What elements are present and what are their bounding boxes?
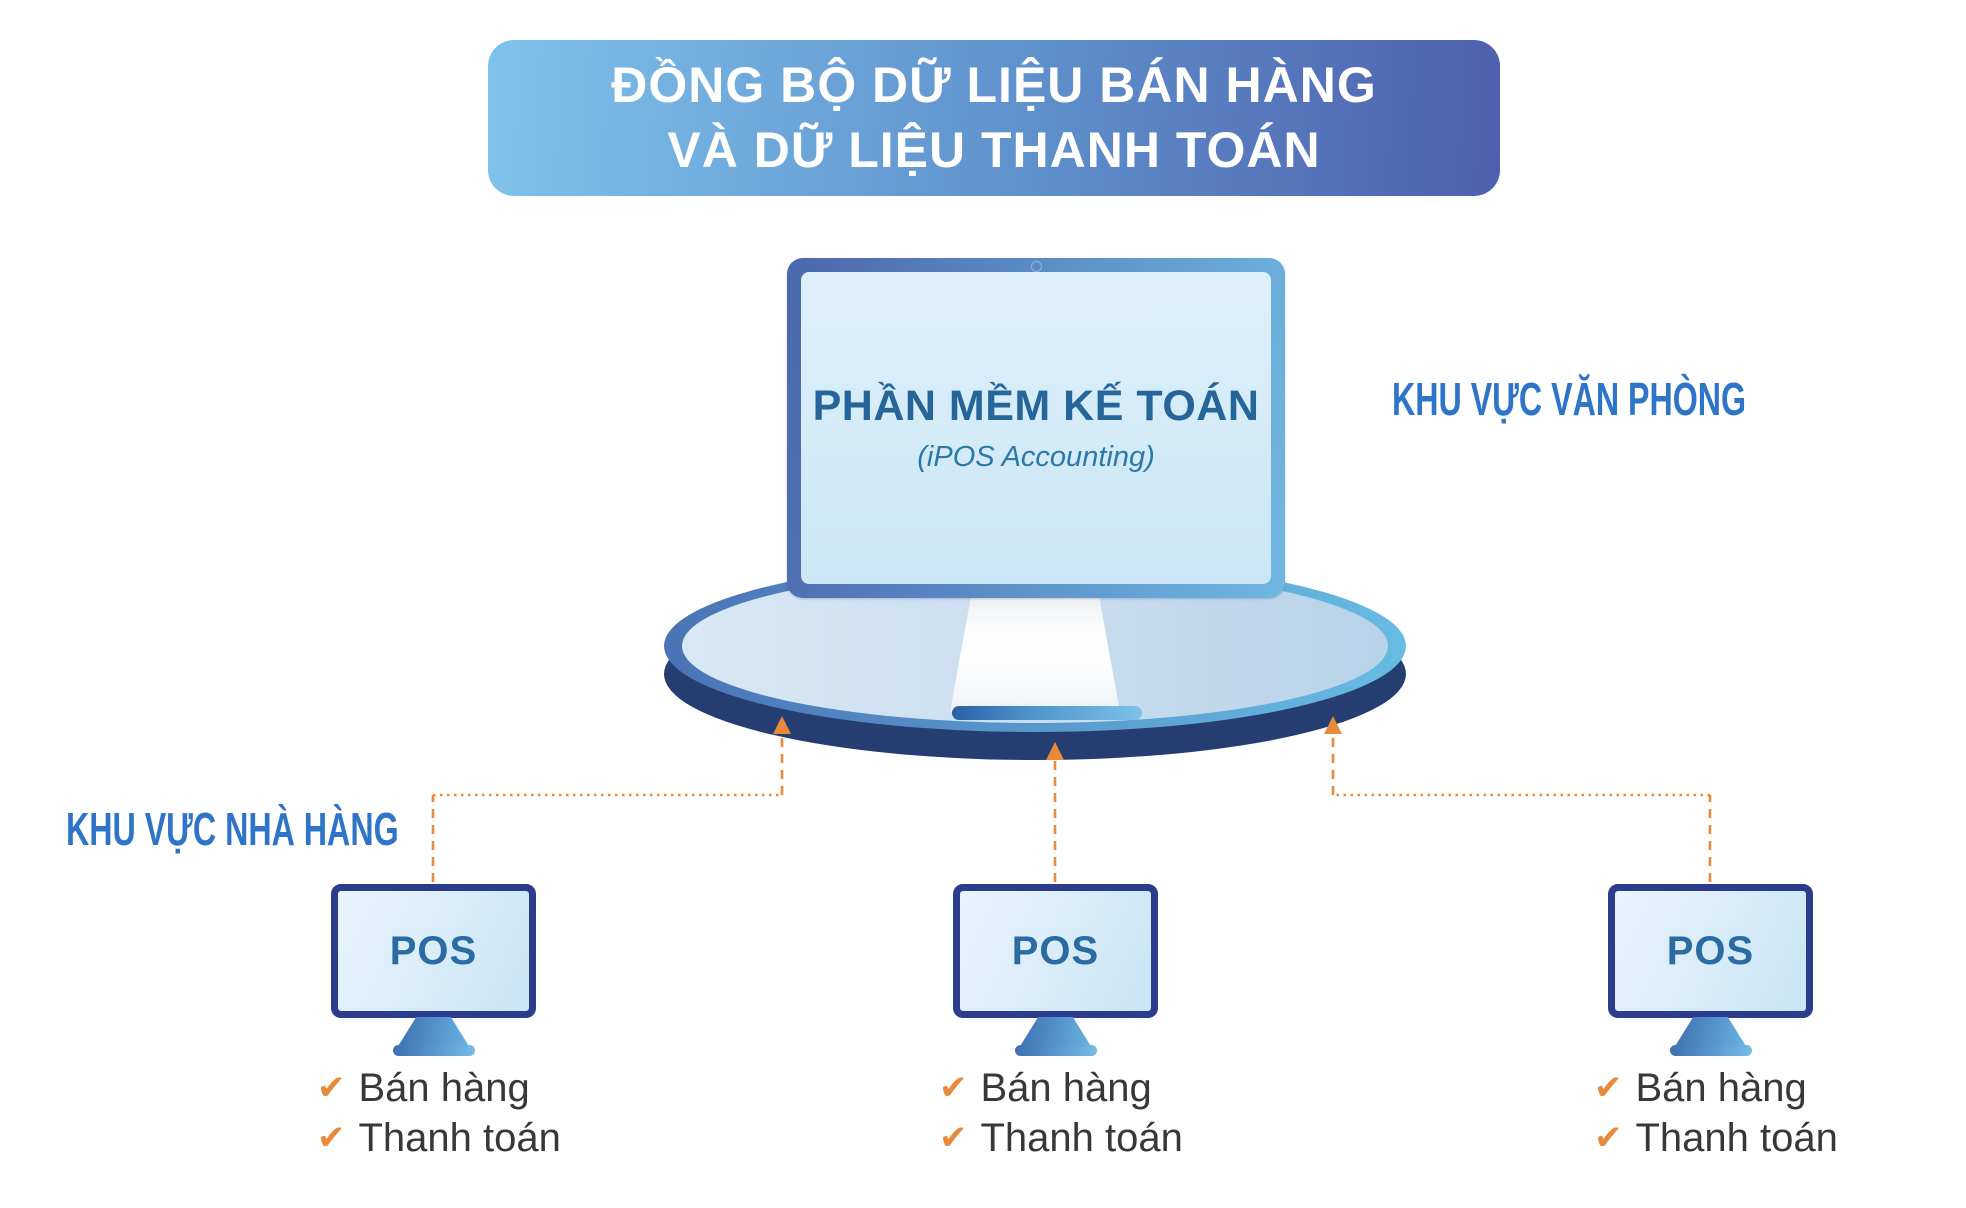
feature-label: Thanh toán [358,1116,561,1160]
pos-monitor: POS [953,884,1158,1018]
connector-left [431,732,784,882]
list-item: ✔ Thanh toán [1594,1116,1838,1166]
feature-label: Bán hàng [980,1066,1152,1110]
pos-label: POS [1666,928,1755,973]
pos-feature-list: ✔ Bán hàng ✔ Thanh toán [317,1066,561,1166]
pos-monitor: POS [331,884,536,1018]
pos-feature-list: ✔ Bán hàng ✔ Thanh toán [1594,1066,1838,1166]
check-icon: ✔ [1594,1069,1623,1107]
accounting-title: PHẦN MỀM KẾ TOÁN [812,382,1260,430]
arrow-up-icon [773,716,791,734]
check-icon: ✔ [317,1069,346,1107]
pos-monitor-stand [1019,1017,1092,1047]
check-icon: ✔ [317,1119,346,1157]
list-item: ✔ Thanh toán [939,1116,1183,1166]
arrow-up-icon [1324,716,1342,734]
list-item: ✔ Bán hàng [1594,1066,1838,1116]
check-icon: ✔ [939,1119,968,1157]
zone-label-restaurant: KHU VỰC NHÀ HÀNG [66,803,399,855]
list-item: ✔ Bán hàng [939,1066,1183,1116]
feature-label: Thanh toán [980,1116,1183,1160]
pos-monitor-stand [397,1017,470,1047]
pos-terminal-1: POS ✔ Bán hàng ✔ Thanh toán [317,884,561,1160]
arrow-up-icon [1046,742,1064,760]
feature-label: Thanh toán [1635,1116,1838,1160]
pos-terminal-2: POS ✔ Bán hàng ✔ Thanh toán [939,884,1183,1160]
camera-dot-icon [1031,261,1042,272]
list-item: ✔ Thanh toán [317,1116,561,1166]
accounting-subtitle: (iPOS Accounting) [917,441,1155,473]
title-line-2: VÀ DỮ LIỆU THANH TOÁN [667,122,1321,178]
feature-label: Bán hàng [1635,1066,1807,1110]
pos-monitor-base [392,1045,475,1056]
accounting-screen: PHẦN MỀM KẾ TOÁN (iPOS Accounting) [801,272,1271,584]
pos-monitor-stand [1674,1017,1747,1047]
feature-label: Bán hàng [358,1066,530,1110]
accounting-monitor-base [952,706,1142,720]
pos-label: POS [1011,928,1100,973]
check-icon: ✔ [1594,1119,1623,1157]
pos-monitor: POS [1608,884,1813,1018]
title-line-1: ĐỒNG BỘ DỮ LIỆU BÁN HÀNG [611,57,1377,113]
accounting-monitor: PHẦN MỀM KẾ TOÁN (iPOS Accounting) [787,258,1285,598]
pos-terminal-3: POS ✔ Bán hàng ✔ Thanh toán [1594,884,1838,1160]
accounting-monitor-stand [950,590,1120,712]
pos-label: POS [389,928,478,973]
check-icon: ✔ [939,1069,968,1107]
pos-feature-list: ✔ Bán hàng ✔ Thanh toán [939,1066,1183,1166]
list-item: ✔ Bán hàng [317,1066,561,1116]
zone-label-office: KHU VỰC VĂN PHÒNG [1392,373,1747,425]
title-banner: ĐỒNG BỘ DỮ LIỆU BÁN HÀNG VÀ DỮ LIỆU THAN… [488,40,1500,196]
pos-monitor-base [1014,1045,1097,1056]
pos-monitor-base [1669,1045,1752,1056]
connector-right [1331,732,1712,882]
